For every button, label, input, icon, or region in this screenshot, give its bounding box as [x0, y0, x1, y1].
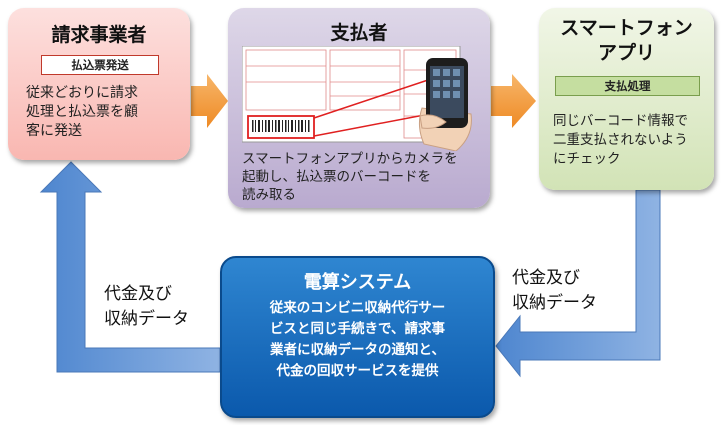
arrow-biller-to-payer: [191, 74, 228, 128]
biller-tag: 払込票発送: [41, 55, 159, 75]
app-title-line: アプリ: [597, 42, 655, 64]
app-tag: 支払処理: [555, 76, 700, 96]
flow-label-right-line: 代金及び: [512, 268, 580, 288]
payer-desc-line: 起動し、払込票のバーコードを: [242, 169, 431, 185]
biller-desc-line: 客に発送: [26, 123, 82, 139]
app-box: スマートフォン アプリ 支払処理 同じバーコード情報で 二重支払されないよう に…: [539, 8, 714, 190]
arrow-densan-to-biller: [39, 161, 221, 373]
app-desc-line: にチェック: [553, 151, 621, 167]
flow-label-left-line: 収納データ: [104, 309, 189, 329]
payer-box: 支払者: [228, 8, 490, 208]
payer-desc-line: スマートフォンアプリからカメラを: [242, 151, 458, 167]
biller-desc-line: 従来どおりに請求: [26, 85, 138, 101]
app-desc-line: 二重支払されないよう: [553, 132, 688, 148]
densan-desc-line: 代金の回収サービスを提供: [276, 363, 439, 379]
payer-title: 支払者: [330, 22, 388, 44]
densan-desc-line: ビスと同じ手続きで、請求事: [270, 321, 445, 337]
densan-desc-line: 従来のコンビニ収納代行サー: [269, 300, 446, 316]
densan-desc-line: 業者に収納データの通知と、: [270, 342, 445, 358]
densan-title: 電算システム: [303, 272, 412, 293]
flow-label-left-line: 代金及び: [104, 284, 172, 304]
flow-label-right-line: 収納データ: [512, 293, 597, 313]
arrow-payer-to-app: [491, 74, 536, 128]
flow-label-right: 代金及び 収納データ: [512, 266, 597, 316]
densan-system-box: 電算システム 従来のコンビニ収納代行サー ビスと同じ手続きで、請求事 業者に収納…: [220, 256, 495, 418]
app-desc-line: 同じバーコード情報で: [553, 113, 688, 129]
biller-desc-line: 処理と払込票を顧: [26, 104, 138, 120]
flow-label-left: 代金及び 収納データ: [104, 282, 189, 332]
barcode-highlight: [247, 115, 315, 139]
smartphone-hand-icon: [418, 58, 472, 151]
biller-title: 請求事業者: [51, 24, 147, 46]
biller-box: 請求事業者 払込票発送 従来どおりに請求 処理と払込票を顧 客に発送: [8, 8, 190, 160]
payer-desc-line: 読み取る: [242, 187, 296, 203]
app-title-line: スマートフォン: [560, 17, 693, 39]
arrow-app-to-densan: [495, 189, 661, 378]
